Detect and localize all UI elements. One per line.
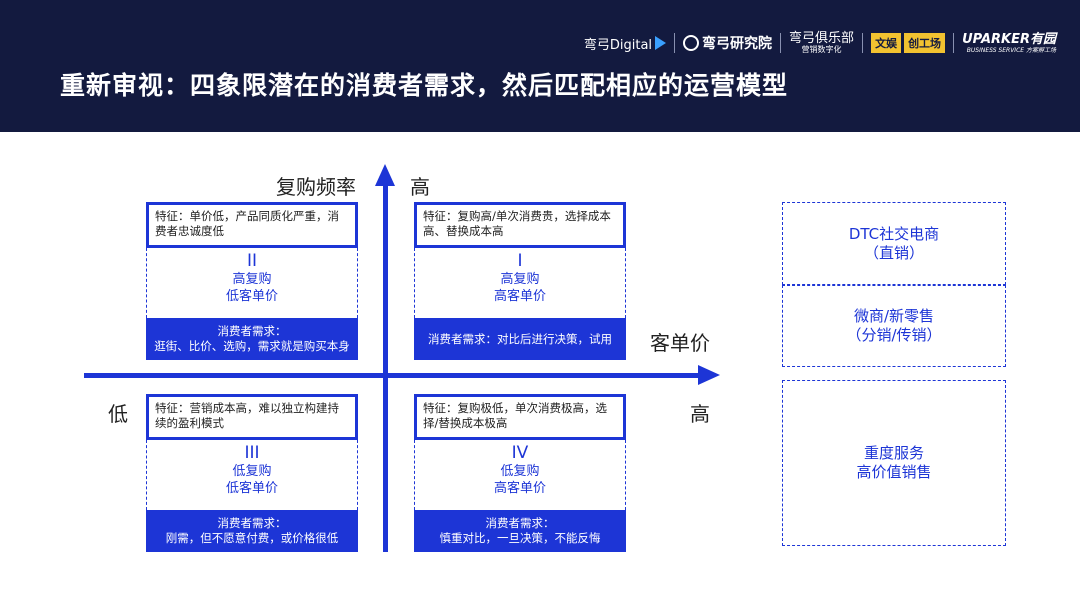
quadrant-feature: 特征：营销成本高，难以独立构建持续的盈利模式 <box>146 394 358 440</box>
divider <box>780 33 782 53</box>
logo-chuanggongchang: 文娱 创工场 <box>871 33 946 53</box>
price-level: 高客单价 <box>493 481 546 496</box>
model-type: 高价值销售 <box>856 463 932 481</box>
model-service-box: 重度服务 高价值销售 <box>782 380 1006 546</box>
bow-icon <box>683 35 700 51</box>
y-axis-label: 复购频率 <box>276 175 356 199</box>
logo-wangong-club: 弯弓俱乐部 营销数字化 <box>789 31 855 54</box>
y-axis-arrow-icon <box>375 164 395 186</box>
quadrant-feature: 特征：复购极低，单次消费极高，选择/替换成本极高 <box>414 394 626 440</box>
consumer-need-box: 消费者需求： 慎重对比，一旦决策，不能反悔 <box>414 510 626 552</box>
triangle-icon <box>655 36 667 50</box>
price-level: 高客单价 <box>493 289 546 304</box>
x-axis-arrow-icon <box>698 365 720 385</box>
y-axis-line <box>383 182 388 552</box>
model-dtc-box: DTC社交电商 （直销） <box>782 202 1006 285</box>
x-axis-line <box>84 373 700 378</box>
model-name: 微商/新零售 <box>853 307 935 325</box>
repurchase-level: 低复购 <box>500 464 540 479</box>
quadrant-number: III <box>244 443 260 463</box>
divider <box>862 33 864 53</box>
consumer-need-box: 消费者需求： 刚需，但不愿意付费，或价格很低 <box>146 510 358 552</box>
quadrant-feature: 特征：复购高/单次消费贵，选择成本高、替换成本高 <box>414 202 626 248</box>
model-type: （分销/传销） <box>846 326 942 344</box>
consumer-need-box: 消费者需求：对比后进行决策，试用 <box>414 318 626 360</box>
consumer-need-text: 慎重对比，一旦决策，不能反悔 <box>439 531 601 545</box>
quadrant-iv: 特征：复购极低，单次消费极高，选择/替换成本极高 IV 低复购 高客单价 消费者… <box>414 394 626 552</box>
x-axis-high-label: 高 <box>690 402 710 426</box>
quadrant-feature: 特征：单价低，产品同质化严重，消费者忠诚度低 <box>146 202 358 248</box>
model-type: （直销） <box>863 243 924 262</box>
quadrant-ii: 特征：单价低，产品同质化严重，消费者忠诚度低 II 高复购 低客单价 消费者需求… <box>146 202 358 360</box>
model-name: 重度服务 <box>863 444 924 462</box>
quadrant-summary: IV 低复购 高客单价 <box>414 440 626 510</box>
y-axis-high-label: 高 <box>410 175 430 199</box>
quadrant-summary: II 高复购 低客单价 <box>146 248 358 318</box>
page-title: 重新审视：四象限潜在的消费者需求，然后匹配相应的运营模型 <box>60 71 789 100</box>
divider <box>953 33 955 53</box>
badge-chuanggongchang: 创工场 <box>904 33 946 53</box>
quadrant-summary: I 高复购 高客单价 <box>414 248 626 318</box>
logo-wangong-research: 弯弓研究院 <box>683 33 772 53</box>
header-banner: 弯弓Digital 弯弓研究院 弯弓俱乐部 营销数字化 文娱 创工场 UPARK… <box>0 0 1080 132</box>
price-level: 低客单价 <box>225 481 278 496</box>
x-axis-label: 客单价 <box>650 331 710 355</box>
quadrant-number: IV <box>511 443 529 463</box>
quadrant-summary: III 低复购 低客单价 <box>146 440 358 510</box>
price-level: 低客单价 <box>225 289 278 304</box>
consumer-need-box: 消费者需求： 逛街、比价、选购，需求就是购买本身 <box>146 318 358 360</box>
quadrant-i: 特征：复购高/单次消费贵，选择成本高、替换成本高 I 高复购 高客单价 消费者需… <box>414 202 626 360</box>
x-axis-low-label: 低 <box>108 402 128 426</box>
consumer-need-title: 消费者需求： <box>217 324 287 338</box>
consumer-need-title: 消费者需求： <box>485 516 555 530</box>
quadrant-iii: 特征：营销成本高，难以独立构建持续的盈利模式 III 低复购 低客单价 消费者需… <box>146 394 358 552</box>
consumer-need-text: 刚需，但不愿意付费，或价格很低 <box>165 531 339 545</box>
consumer-need-title: 消费者需求： <box>217 516 287 530</box>
logo-strip: 弯弓Digital 弯弓研究院 弯弓俱乐部 营销数字化 文娱 创工场 UPARK… <box>584 30 1056 56</box>
consumer-need-text: 消费者需求：对比后进行决策，试用 <box>428 331 612 346</box>
repurchase-level: 高复购 <box>232 272 272 287</box>
model-name: DTC社交电商 <box>848 224 940 243</box>
quadrant-number: I <box>517 251 523 271</box>
model-weishang-box: 微商/新零售 （分销/传销） <box>782 285 1006 367</box>
badge-wenyu: 文娱 <box>871 33 902 53</box>
repurchase-level: 低复购 <box>232 464 272 479</box>
logo-uparker: UPARKER有园 BUSINESS SERVICE 方案孵工场 <box>962 31 1056 54</box>
repurchase-level: 高复购 <box>500 272 540 287</box>
logo-wangong-digital: 弯弓Digital <box>584 34 667 53</box>
divider <box>674 33 676 53</box>
consumer-need-text: 逛街、比价、选购，需求就是购买本身 <box>154 339 350 353</box>
quadrant-number: II <box>246 251 258 271</box>
